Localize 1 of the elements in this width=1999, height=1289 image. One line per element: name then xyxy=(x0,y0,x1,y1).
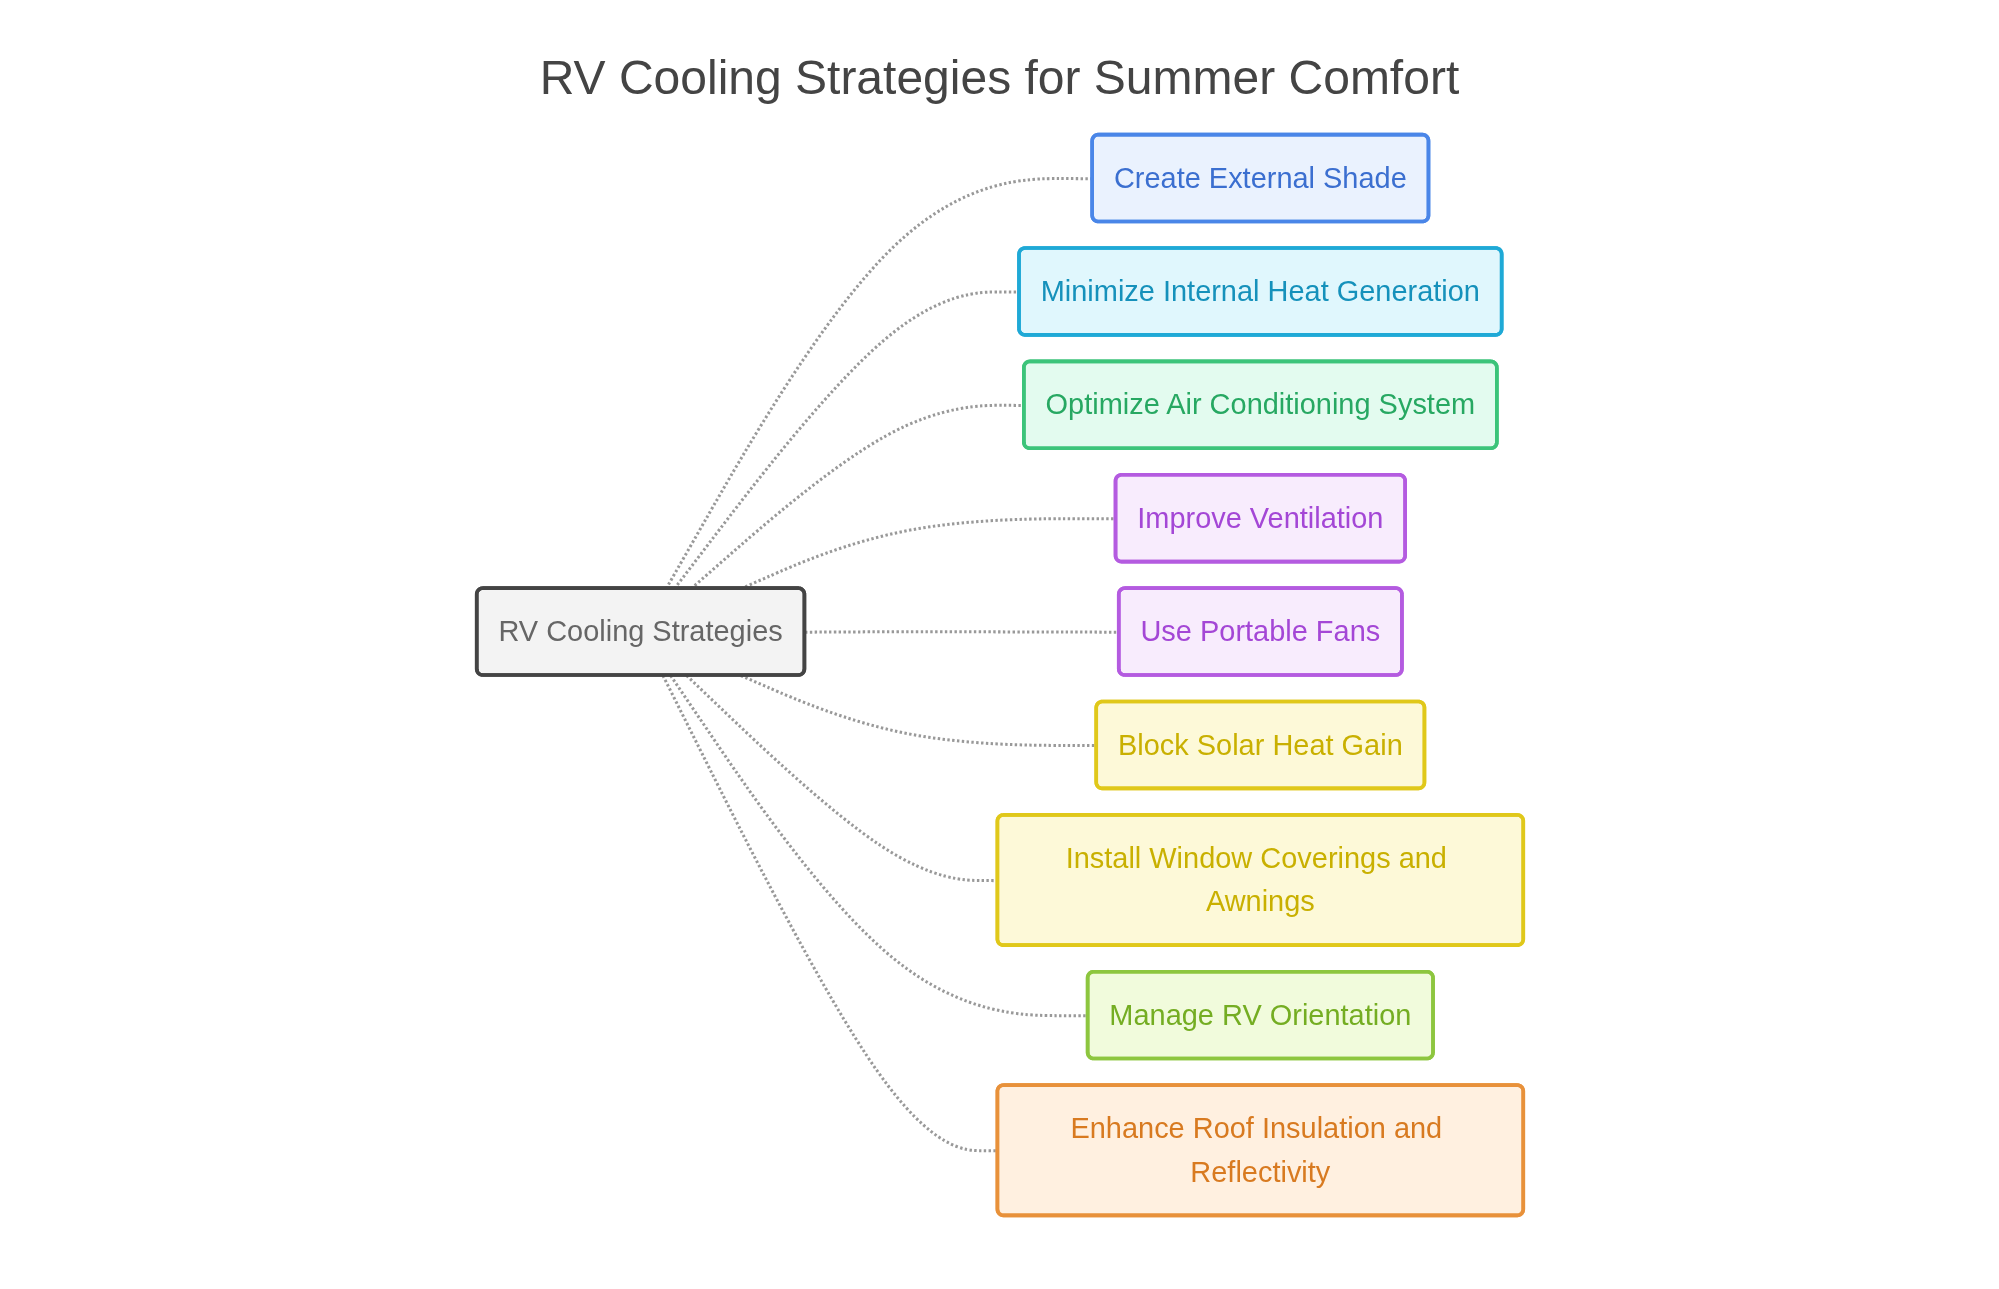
diagram-title: RV Cooling Strategies for Summer Comfort xyxy=(538,50,1461,105)
